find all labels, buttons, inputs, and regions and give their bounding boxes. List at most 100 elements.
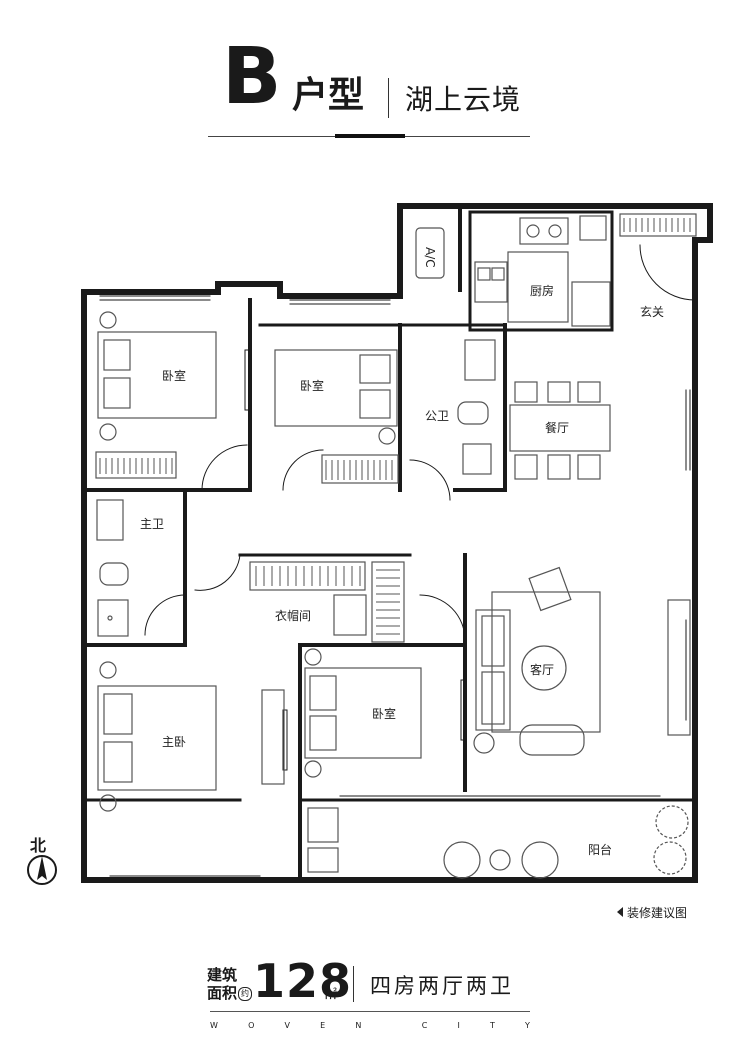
bed <box>97 331 217 419</box>
room-label-master-bedroom: 主卧 <box>162 735 186 749</box>
pillow <box>309 675 337 711</box>
area-label-top: 建筑 <box>207 966 238 984</box>
nightstand-lamp <box>99 423 117 441</box>
room-label-living: 客厅 <box>530 662 554 677</box>
sink <box>477 267 491 281</box>
pillow <box>103 693 133 735</box>
room-label-balcony: 阳台 <box>588 842 612 857</box>
nightstand-lamp <box>99 794 117 812</box>
nightstand-lamp <box>99 661 117 679</box>
nightstand-lamp <box>304 648 322 666</box>
basin <box>97 599 129 637</box>
balcony-chair <box>521 841 559 879</box>
unit-type-letter: B <box>222 32 281 122</box>
window <box>685 389 691 471</box>
brand-letter: E <box>320 1021 326 1030</box>
nightstand-lamp <box>304 760 322 778</box>
sliding-door <box>460 679 466 741</box>
room-label-dining: 餐厅 <box>545 420 569 435</box>
dining-chair <box>514 454 538 480</box>
radiator-grille <box>619 213 697 237</box>
kitchen-walls <box>468 210 614 332</box>
plant <box>655 805 689 839</box>
brand-letter: W <box>210 1021 218 1030</box>
interior-wall <box>453 323 507 492</box>
shower <box>96 499 124 541</box>
compass-label: 北 <box>30 836 47 855</box>
tv-cabinet <box>667 599 691 736</box>
window <box>109 875 261 881</box>
nightstand-lamp <box>378 427 396 445</box>
plan-title: B 户型 湖上云境 <box>0 30 740 150</box>
window <box>99 295 211 301</box>
pillow <box>103 377 131 409</box>
armchair <box>519 724 585 756</box>
closet-rack <box>333 594 367 636</box>
wardrobe <box>95 451 177 479</box>
outer-wall <box>81 203 713 883</box>
bed <box>97 685 217 791</box>
area-unit: ㎡ <box>324 988 338 1003</box>
area-value: 128 <box>253 954 353 1008</box>
basin <box>462 443 492 475</box>
dining-chair <box>577 381 601 403</box>
layout-description: 四房两厅两卫 <box>370 974 514 998</box>
brand-letter: Y <box>525 1021 530 1030</box>
side-table <box>473 732 495 754</box>
window <box>289 299 391 305</box>
pillow <box>103 339 131 371</box>
dining-chair <box>547 381 571 403</box>
ac-label: A/C <box>423 247 437 268</box>
north-compass-icon <box>27 855 57 885</box>
door-swing <box>282 449 324 491</box>
dining-chair <box>577 454 601 480</box>
armchair <box>528 566 572 612</box>
title-divider <box>388 78 389 118</box>
footer-rule <box>210 1011 530 1012</box>
door-swing <box>194 554 241 591</box>
sofa-cushion <box>481 671 505 725</box>
sink <box>491 267 505 281</box>
door-swing <box>409 459 451 501</box>
pillow <box>309 715 337 751</box>
sliding-door <box>244 349 250 411</box>
wardrobe <box>321 454 399 484</box>
counter <box>474 261 508 303</box>
dining-chair <box>547 454 571 480</box>
washer <box>307 807 339 843</box>
brand-letter: T <box>489 1021 495 1030</box>
toilet <box>457 401 489 425</box>
door-swing <box>639 244 696 301</box>
door-swing <box>419 594 466 641</box>
dining-table <box>509 404 611 452</box>
play-arrow-icon <box>617 907 623 917</box>
door-swing <box>201 444 248 491</box>
window <box>339 795 661 801</box>
bed <box>274 349 398 427</box>
bed <box>304 667 422 759</box>
pillow <box>359 389 391 419</box>
kitchen-island <box>507 251 569 323</box>
interior-wall <box>82 488 187 647</box>
brand-letter: C <box>421 1021 428 1030</box>
design-note: 装修建议图 <box>627 906 688 920</box>
closet-rack <box>371 561 405 643</box>
room-label-master-bath: 主卫 <box>140 517 164 531</box>
ac-unit <box>415 227 445 279</box>
room-label-bedroom-1: 卧室 <box>162 368 186 383</box>
shower <box>464 339 496 381</box>
title-rule-accent <box>335 134 405 138</box>
area-label-bottom: 面积 <box>207 984 238 1002</box>
toilet <box>99 562 129 586</box>
room-label-bedroom-3: 卧室 <box>372 706 396 721</box>
door-swing <box>144 594 186 636</box>
brand-letter: O <box>248 1021 255 1030</box>
fridge <box>579 215 607 241</box>
sofa-cushion <box>481 615 505 667</box>
dining-chair <box>514 381 538 403</box>
brand-letter: V <box>284 1021 291 1030</box>
pillow <box>103 741 133 783</box>
coffee-table <box>521 645 567 691</box>
laundry-sink <box>307 847 339 873</box>
